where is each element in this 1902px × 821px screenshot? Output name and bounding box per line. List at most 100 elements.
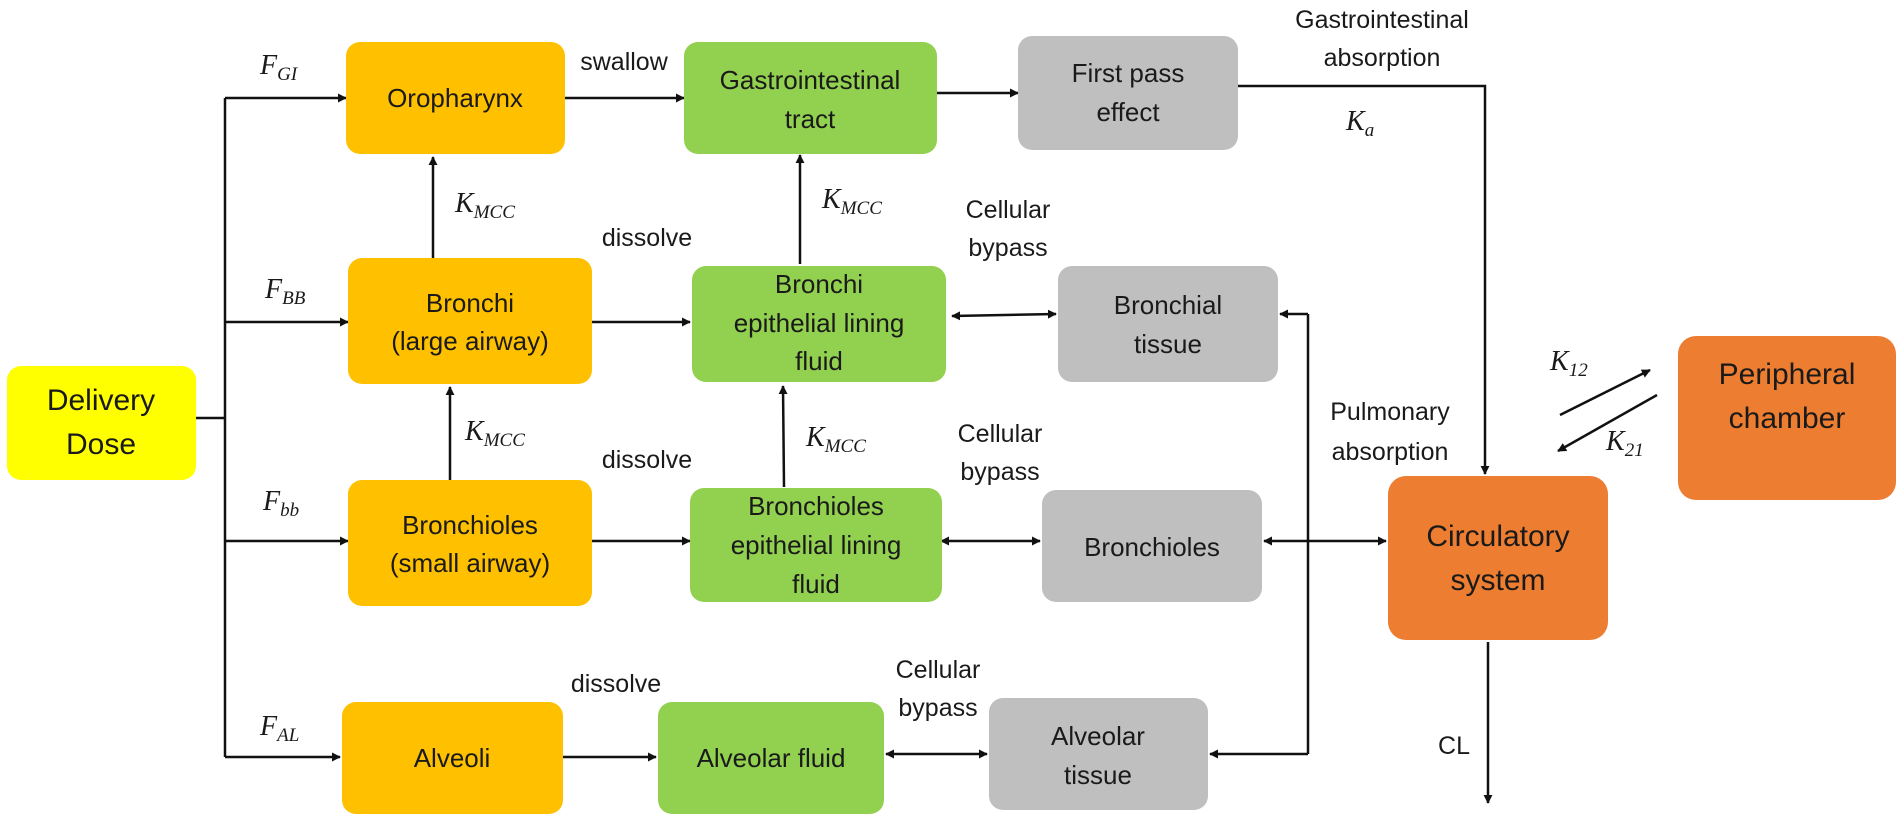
param-k-mcc-1: KMCC [454, 188, 515, 223]
gi-absorption-arrow [1238, 84, 1490, 475]
k12-arrow [1559, 368, 1651, 417]
param-k-a-sub: a [1365, 120, 1375, 141]
param-k-a: Ka [1345, 106, 1374, 141]
nodes: Delivery Dose Oropharynx Gastrointestina… [7, 36, 1896, 814]
param-f-al: FAL [259, 711, 299, 746]
bronchioles-elf-line-3: fluid [792, 569, 840, 599]
bronchi-elf-line-3: fluid [795, 346, 843, 376]
bronchi-elf-line-1: Bronchi [775, 269, 863, 299]
cellular-bypass-2-line-1: Cellular [958, 420, 1043, 448]
param-k-a-main: K [1345, 106, 1366, 137]
param-k-21-main: K [1605, 426, 1626, 457]
param-k-mcc-2-main: K [464, 416, 485, 447]
parameters: FGI FBB Fbb FAL KMCC KMCC KMCC KMCC Ka K… [259, 50, 1644, 746]
alveoli-label: Alveoli [414, 743, 491, 773]
alveolar-tissue-box [989, 698, 1208, 810]
delivery-dose-line-1: Delivery [47, 384, 155, 417]
circulatory-system-node: Circulatory system [1388, 476, 1608, 640]
cellular-bypass-1-line-1: Cellular [966, 196, 1051, 224]
param-k-mcc-2-sub: MCC [483, 430, 526, 451]
bronchioles-line-1: Bronchioles [402, 510, 538, 540]
param-k-mcc-4-sub: MCC [824, 436, 867, 457]
param-k-mcc-4: KMCC [805, 422, 866, 457]
first-pass-line-2: effect [1096, 97, 1160, 127]
param-k-mcc-3: KMCC [821, 184, 882, 219]
oropharynx-box [346, 42, 565, 154]
bronchioles-node: Bronchioles (small airway) [348, 480, 592, 606]
circulatory-line-2: system [1450, 564, 1545, 597]
bronchial-tissue-node: Bronchial tissue [1058, 266, 1278, 382]
param-k-mcc-1-sub: MCC [473, 202, 516, 223]
oropharynx-node: Oropharynx [346, 42, 565, 154]
swallow-label: swallow [580, 48, 668, 76]
bronchi-line-1: Bronchi [426, 288, 514, 318]
bronchioles-box [348, 480, 592, 606]
param-f-bb: FBB [264, 274, 306, 309]
bronchi-elf-line-2: epithelial lining [734, 308, 905, 338]
kmcc-bronchioles-elf-to-bronchi-elf-arrow [778, 385, 788, 488]
first-pass-line-1: First pass [1072, 58, 1185, 88]
alveolar-fluid-label: Alveolar fluid [697, 743, 846, 773]
bronchioles-elf-box [690, 488, 942, 602]
peripheral-line-2: chamber [1729, 402, 1846, 435]
edge-labels: swallow Gastrointestinal absorption diss… [571, 6, 1470, 760]
peripheral-chamber-box [1678, 336, 1896, 500]
delivery-dose-box [7, 366, 196, 480]
param-k-mcc-3-main: K [821, 184, 842, 215]
bronchi-elf-node: Bronchi epithelial lining fluid [692, 266, 946, 382]
bronchioles-tissue-node: Bronchioles [1042, 490, 1262, 602]
param-f-gi: FGI [259, 50, 299, 85]
connectors [196, 84, 1658, 804]
bronchial-tissue-box [1058, 266, 1278, 382]
dissolve-label-1: dissolve [602, 224, 692, 252]
bronchi-box [348, 258, 592, 384]
bronchioles-elf-line-1: Bronchioles [748, 491, 884, 521]
param-k-12: K12 [1549, 346, 1588, 381]
peripheral-chamber-node: Peripheral chamber [1678, 336, 1896, 500]
alveolar-fluid-box [658, 702, 884, 814]
param-f-bb-sub: BB [282, 288, 306, 309]
delivery-dose-node: Delivery Dose [7, 366, 196, 480]
param-k-12-sub: 12 [1569, 360, 1589, 381]
param-k-mcc-3-sub: MCC [840, 198, 883, 219]
alveoli-box [342, 702, 563, 814]
alveolar-tissue-line-2: tissue [1064, 760, 1132, 790]
circulatory-system-box [1388, 476, 1608, 640]
param-k-mcc-1-main: K [454, 188, 475, 219]
alveolar-fluid-node: Alveolar fluid [658, 702, 884, 814]
param-f-gi-main: F [259, 50, 278, 81]
cellular-bypass-3-line-1: Cellular [896, 656, 981, 684]
oropharynx-label: Oropharynx [387, 83, 523, 113]
bronchi-node: Bronchi (large airway) [348, 258, 592, 384]
param-k-12-main: K [1549, 346, 1570, 377]
cl-label: CL [1438, 732, 1470, 760]
peripheral-line-1: Peripheral [1719, 358, 1856, 391]
param-f-al-sub: AL [275, 725, 299, 746]
pulmonary-absorption-line-2: absorption [1332, 438, 1449, 466]
param-f-al-main: F [259, 711, 278, 742]
delivery-dose-line-2: Dose [66, 428, 136, 461]
gi-tract-line-1: Gastrointestinal [720, 65, 901, 95]
bronchioles-line-2: (small airway) [390, 548, 550, 578]
alveolar-tissue-node: Alveolar tissue [989, 698, 1208, 810]
circulatory-line-1: Circulatory [1426, 520, 1569, 553]
param-f-bb-small-main: F [262, 486, 281, 517]
gi-tract-line-2: tract [785, 104, 836, 134]
bronchial-tissue-line-1: Bronchial [1114, 290, 1222, 320]
first-pass-box [1018, 36, 1238, 150]
bypass-bronchi-double-arrow [951, 309, 1057, 321]
param-f-gi-sub: GI [277, 64, 299, 85]
gi-absorption-line-1: Gastrointestinal [1295, 6, 1469, 34]
bronchioles-tissue-label: Bronchioles [1084, 532, 1220, 562]
dissolve-label-3: dissolve [571, 670, 661, 698]
k21-arrow [1557, 393, 1658, 453]
param-k-mcc-2: KMCC [464, 416, 525, 451]
cellular-bypass-3-line-2: bypass [898, 694, 977, 722]
alveolar-tissue-line-1: Alveolar [1051, 721, 1145, 751]
bronchi-elf-box [692, 266, 946, 382]
param-f-bb-small-sub: bb [280, 500, 299, 521]
bronchioles-tissue-box [1042, 490, 1262, 602]
dissolve-label-2: dissolve [602, 446, 692, 474]
first-pass-node: First pass effect [1018, 36, 1238, 150]
